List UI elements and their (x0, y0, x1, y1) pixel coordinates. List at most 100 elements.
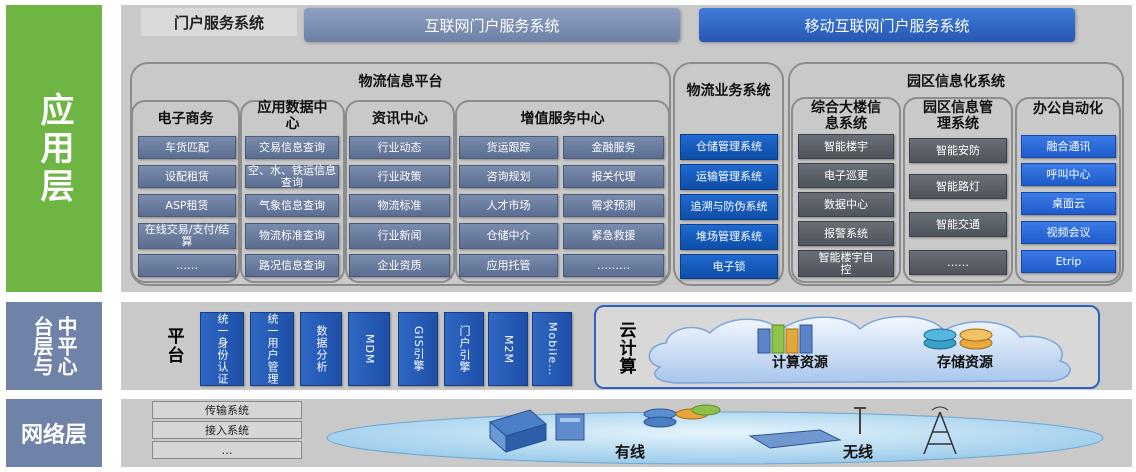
value-added-title: 增值服务中心 (520, 111, 605, 127)
tile-business-1: 仓储管理系统 (680, 134, 778, 160)
data-center-title-text: 应用数据中心 (257, 100, 328, 132)
platform-item-8: Mobile… (532, 312, 572, 386)
tile-building-3: 数据中心 (798, 192, 894, 217)
compute-icon (757, 324, 813, 354)
portal-service: 门户服务系统 (141, 8, 297, 36)
network-system-2: 接入系统 (152, 421, 302, 439)
storage-icon (923, 328, 993, 350)
tile-office-2: 呼叫中心 (1021, 163, 1116, 186)
platform-item-4: MDM (348, 312, 390, 386)
network-layer-text: 网络层 (20, 423, 87, 448)
building-group (791, 97, 901, 283)
compute-resource-label: 计算资源 (772, 355, 828, 371)
tile-info-3: 物流标准 (349, 194, 450, 217)
park-info-group (788, 62, 1124, 286)
tile-building-4: 报警系统 (798, 221, 894, 246)
network-system-3: … (152, 441, 302, 459)
ecommerce-title: 电子商务 (157, 111, 214, 127)
tile-value-1: 货运跟踪 (459, 136, 558, 159)
storage-resource-label: 存储资源 (937, 355, 993, 371)
platform-item-3: 数据分析 (300, 312, 342, 386)
tile-value-4: 仓储中介 (459, 223, 558, 249)
tile-park-4: …… (909, 250, 1007, 275)
tile-park-3: 智能交通 (909, 212, 1007, 237)
tile-datacenter-5: 路况信息查询 (245, 254, 339, 277)
logistics-business-title: 物流业务系统 (686, 83, 771, 99)
tile-business-5: 电子锁 (680, 254, 778, 279)
info-center-title: 资讯中心 (372, 111, 428, 127)
tile-ecommerce-5: …… (138, 254, 236, 277)
tile-value-5: 应用托管 (459, 254, 558, 277)
office-group (1015, 97, 1121, 283)
tile-ecommerce-1: 车货匹配 (138, 136, 236, 159)
info-center-group (345, 100, 455, 283)
cloud-title-text: 云计算 (615, 321, 636, 375)
tile-value-7: 报关代理 (563, 165, 664, 188)
tile-info-2: 行业政策 (349, 165, 450, 188)
tile-value-3: 人才市场 (459, 194, 558, 217)
internet-portal-text: 互联网门户服务系统 (424, 16, 560, 35)
tile-building-1: 智能楼宇 (798, 134, 894, 159)
data-center-title: 应用数据中心 (240, 98, 345, 134)
cloud-outline (648, 315, 1071, 384)
platform-title-text: 平台 (163, 327, 184, 365)
database-icon (643, 404, 721, 428)
tile-info-1: 行业动态 (349, 136, 450, 159)
tile-info-5: 企业资质 (349, 254, 450, 277)
tile-park-2: 智能路灯 (909, 174, 1007, 199)
tile-business-4: 堆场管理系统 (680, 224, 778, 250)
park-info-title: 园区信息化系统 (907, 74, 1005, 90)
platform-layer-text: 中平心台层与 (30, 316, 78, 376)
tile-datacenter-3: 气象信息查询 (245, 194, 339, 217)
mobile-portal: 移动互联网门户服务系统 (699, 8, 1075, 42)
tile-office-1: 融合通讯 (1021, 135, 1116, 158)
tile-value-2: 咨询规划 (459, 165, 558, 188)
antenna-icon (854, 407, 866, 434)
cloud-title: 云计算 (612, 316, 640, 380)
switch-icon (748, 429, 842, 449)
building-title-text: 综合大楼信息系统 (811, 100, 881, 132)
building-title: 综合大楼信息系统 (791, 98, 901, 134)
tile-building-5: 智能楼宇自控 (798, 250, 894, 277)
network-system-1: 传输系统 (152, 401, 302, 419)
tile-datacenter-1: 交易信息查询 (245, 136, 339, 159)
ecommerce-group (131, 100, 240, 283)
tile-office-4: 视频会议 (1021, 221, 1116, 244)
park-mgmt-title: 园区信息管理系统 (903, 98, 1013, 134)
tile-office-3: 桌面云 (1021, 192, 1116, 215)
platform-title: 平台 (160, 310, 188, 382)
network-ellipse (326, 411, 1104, 465)
network-cloud (326, 404, 1104, 465)
wired-label: 有线 (614, 442, 645, 461)
internet-portal: 互联网门户服务系统 (304, 8, 680, 42)
park-mgmt-title-text: 园区信息管理系统 (923, 100, 993, 132)
logistics-platform-title: 物流信息平台 (358, 74, 443, 90)
server-icon (555, 413, 585, 441)
tile-building-5-text: 智能楼宇自控 (818, 250, 874, 276)
platform-item-6: 门户引擎 (444, 312, 484, 386)
platform-item-2: 统一用户管理 (250, 312, 294, 386)
tile-building-2: 电子巡更 (798, 163, 894, 188)
tile-office-5: Etrip (1021, 250, 1116, 273)
tile-value-8: 需求预测 (563, 194, 664, 217)
wireless-label: 无线 (842, 442, 873, 461)
tile-value-10: ……… (563, 254, 664, 277)
router-icon (488, 409, 548, 454)
tile-ecommerce-3: ASP租赁 (138, 194, 236, 217)
portal-service-text: 门户服务系统 (173, 13, 264, 32)
tile-value-6: 金融服务 (563, 136, 664, 159)
tile-datacenter-2: 空、水、铁运信息查询 (245, 164, 339, 188)
logistics-business-group (673, 62, 784, 286)
cloud-shape (648, 315, 1071, 384)
tile-business-3: 追溯与防伪系统 (680, 194, 778, 220)
data-center-group (240, 100, 345, 283)
tile-business-2: 运输管理系统 (680, 164, 778, 190)
platform-layer-label: 中平心台层与 (6, 302, 102, 390)
office-title: 办公自动化 (1033, 101, 1103, 117)
app-layer-label: 应用层 (6, 5, 102, 292)
tower-icon (923, 406, 957, 455)
tile-value-9: 紧急救援 (563, 223, 664, 249)
tile-park-1: 智能安防 (909, 138, 1007, 163)
park-mgmt-group (903, 97, 1013, 283)
platform-item-7: M2M (488, 312, 528, 386)
